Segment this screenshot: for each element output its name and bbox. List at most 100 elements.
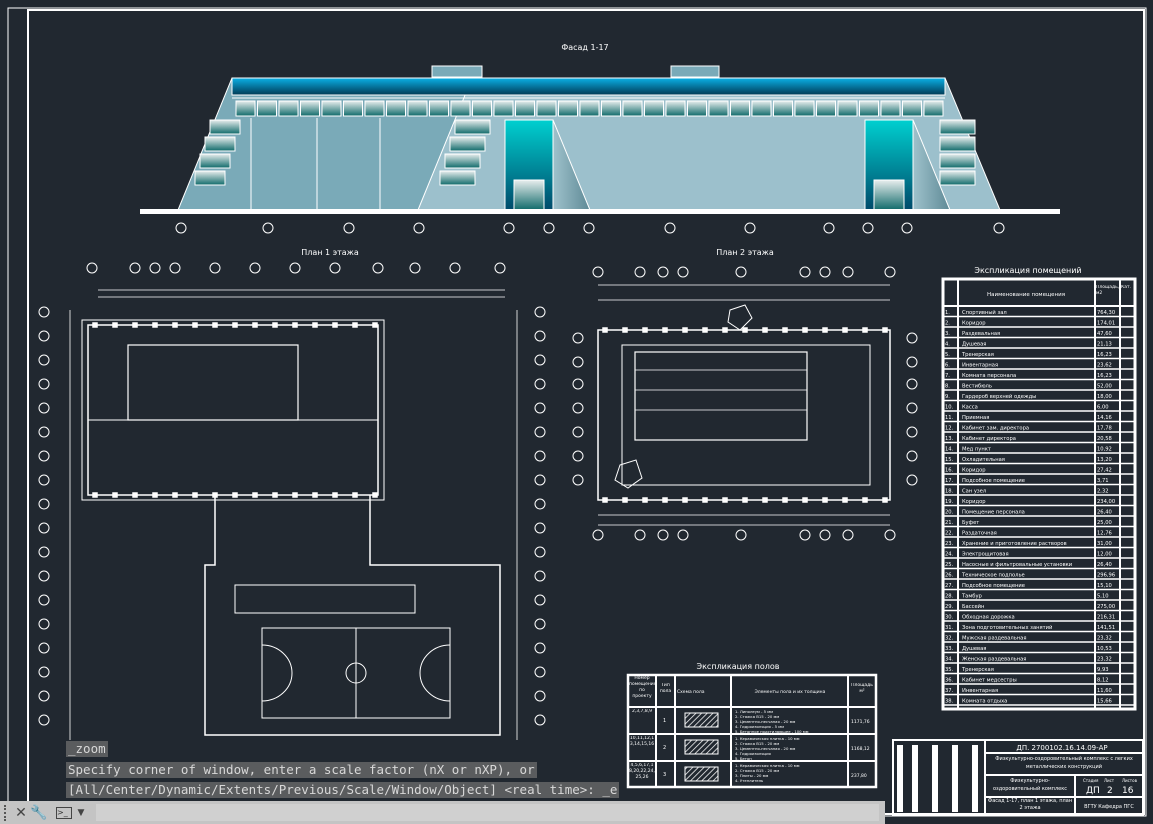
floors-col-area: Площадь м² <box>851 683 873 694</box>
axis-bubble <box>842 266 854 278</box>
room-area: 5,10 <box>1097 594 1109 600</box>
room-number: 17. <box>945 478 954 484</box>
command-prompt-icon[interactable]: >_ <box>56 806 72 819</box>
room-area: 31,00 <box>1097 541 1112 547</box>
axis-bubble <box>372 262 384 274</box>
window <box>816 100 836 117</box>
room-area: 234,00 <box>1097 499 1115 505</box>
column <box>332 322 338 328</box>
room-name: Мед пункт <box>962 447 991 453</box>
axis-bubble <box>38 666 50 678</box>
room-number: 1. <box>945 310 950 316</box>
room-area: 15,10 <box>1097 583 1112 589</box>
wrench-icon[interactable]: 🔧 <box>30 804 48 821</box>
room-name: Хранение и приготовление растворов <box>962 541 1067 547</box>
axis-bubble <box>572 426 584 438</box>
column <box>292 492 298 498</box>
room-number: 4. <box>945 342 950 348</box>
axis-bubble <box>572 356 584 368</box>
floor-rooms: 10,11,12,13,14,15,16 <box>629 736 655 747</box>
room-area: 26,40 <box>1097 510 1112 516</box>
room-number: 16. <box>945 468 954 474</box>
room-area: 764,30 <box>1097 310 1115 316</box>
column <box>602 497 608 503</box>
axis-bubble <box>572 450 584 462</box>
column <box>112 492 118 498</box>
axis-bubble <box>993 222 1005 234</box>
column <box>702 327 708 333</box>
room-area: 2,32 <box>1097 489 1109 495</box>
room-area: 17,78 <box>1097 426 1112 432</box>
room-area: 141,51 <box>1097 625 1115 631</box>
axis-bubble <box>677 529 689 541</box>
column <box>762 497 768 503</box>
room-number: 18. <box>945 489 954 495</box>
command-input[interactable] <box>96 804 879 821</box>
floors-col-elements: Элементы пола и их толщина <box>755 689 826 695</box>
axis-bubble <box>842 529 854 541</box>
column <box>802 497 808 503</box>
column <box>722 497 728 503</box>
room-area: 20,58 <box>1097 436 1112 442</box>
axis-bubble <box>906 332 918 344</box>
room-name: Комната персонала <box>962 373 1016 379</box>
axis-bubble <box>819 529 831 541</box>
column <box>332 492 338 498</box>
room-name: Комната отдыха <box>962 699 1007 705</box>
axis-bubble <box>38 306 50 318</box>
window <box>444 153 481 169</box>
close-icon[interactable]: ✕ <box>15 804 27 821</box>
axis-bubble <box>38 690 50 702</box>
chevron-down-icon[interactable]: ▼ <box>77 807 85 818</box>
window <box>194 170 226 186</box>
column <box>722 327 728 333</box>
column <box>232 492 238 498</box>
column <box>352 492 358 498</box>
room-number: 12. <box>945 426 954 432</box>
column <box>172 322 178 328</box>
room-number: 10. <box>945 405 954 411</box>
rooms-col-cat: Кат. <box>1121 285 1132 290</box>
room-name: Подсобное помещение <box>962 583 1025 589</box>
axis-bubble <box>657 266 669 278</box>
room-name: Душевая <box>962 646 986 652</box>
room-area: 3,71 <box>1097 478 1109 484</box>
axis-bubble <box>884 266 896 278</box>
room-name: Коридор <box>962 499 986 505</box>
axis-bubble <box>664 222 676 234</box>
axis-bubble <box>209 262 221 274</box>
column <box>312 492 318 498</box>
room-number: 6. <box>945 363 950 369</box>
window <box>730 100 750 117</box>
axis-bubble <box>534 666 546 678</box>
floor-element: 5. Бетон <box>735 756 752 761</box>
room-area: 25,00 <box>1097 520 1112 526</box>
floors-col-rooms: Номер помещения по проекту <box>629 676 655 699</box>
column <box>882 497 888 503</box>
axis-bubble <box>634 266 646 278</box>
floor-type: 3 <box>663 772 666 778</box>
title-org: ВГТУ Кафедра ПГС <box>1084 804 1134 810</box>
column <box>312 322 318 328</box>
room-name: Кабинет медсестры <box>962 678 1017 684</box>
column <box>742 497 748 503</box>
axis-bubble <box>744 222 756 234</box>
room-name: Тренерская <box>961 667 994 673</box>
window <box>439 170 476 186</box>
room-number: 15. <box>945 457 954 463</box>
window <box>199 153 231 169</box>
column <box>622 327 628 333</box>
floor-element: 1. Керамическая плитка - 10 мм <box>735 736 800 741</box>
axis-bubble <box>534 618 546 630</box>
axis-bubble <box>592 266 604 278</box>
drag-handle[interactable] <box>4 804 8 821</box>
floor-element: 4. Утеплитель <box>735 778 764 783</box>
room-name: Инвентарная <box>962 688 998 694</box>
room-name: Сан узел <box>962 489 986 495</box>
axis-bubble <box>735 266 747 278</box>
column <box>292 322 298 328</box>
rooms-col-area: Площадь, м2 <box>1096 285 1119 296</box>
column <box>842 327 848 333</box>
axis-bubble <box>799 529 811 541</box>
